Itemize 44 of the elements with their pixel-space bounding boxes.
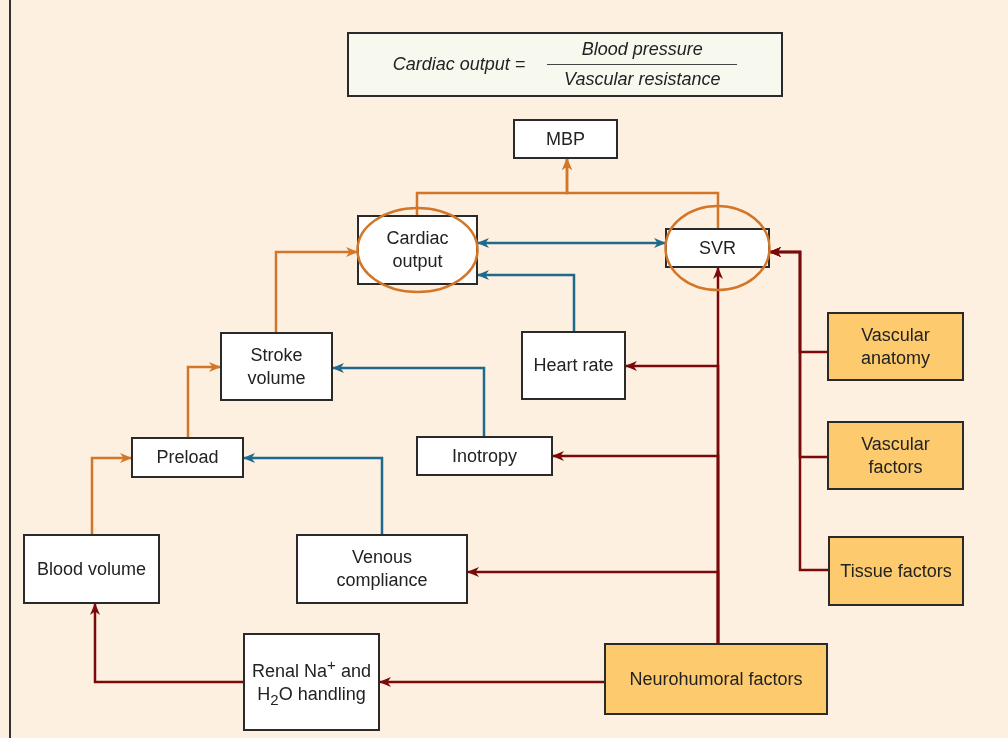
node-label: Cardiac output: [385, 227, 450, 273]
node-label: Vascular anatomy: [859, 323, 931, 370]
process-box: [220, 332, 333, 401]
arrow: [769, 247, 828, 572]
node-label: Neurohumoral factors: [628, 667, 804, 691]
node-label: Renal Na$^{+}$ and H$_{2}$O handling: [251, 655, 372, 710]
factor-box: [828, 536, 964, 606]
arrow: [274, 247, 358, 332]
node-label: Inotropy: [450, 444, 518, 468]
node-label: Stroke volume: [246, 343, 307, 390]
process-box: [131, 437, 244, 478]
factor-box: [827, 312, 964, 381]
process-box: [296, 534, 468, 604]
process-box: [513, 119, 618, 159]
node-label: Blood volume: [35, 557, 148, 581]
arrow: [186, 362, 221, 437]
process-box: [665, 228, 770, 268]
node-label: Vascular factors: [860, 432, 931, 479]
node-label: MBP: [545, 127, 586, 151]
arrow: [379, 677, 604, 687]
process-box: [416, 436, 553, 476]
process-box: [23, 534, 160, 604]
arrow: [243, 453, 384, 534]
process-box: [243, 633, 380, 731]
equation-numerator: Blood pressure: [581, 38, 703, 61]
arrow: [477, 270, 576, 331]
arrow: [562, 158, 720, 228]
process-box: [521, 331, 626, 400]
node-label: Venous compliance: [335, 546, 429, 592]
node-label: Tissue factors: [839, 559, 953, 583]
equation-box: [347, 32, 783, 97]
node-label: Heart rate: [532, 354, 615, 377]
process-box: [357, 215, 478, 285]
factor-box: [604, 643, 828, 715]
arrow: [90, 603, 243, 684]
factor-box: [827, 421, 964, 490]
arrow: [90, 453, 132, 534]
arrow: [467, 567, 720, 643]
equation-text: Cardiac output =: [392, 53, 526, 76]
arrow: [477, 238, 666, 248]
node-label: SVR: [698, 236, 737, 260]
arrow: [332, 363, 486, 436]
node-label: Preload: [155, 446, 220, 469]
equation-denominator: Vascular resistance: [564, 68, 721, 91]
